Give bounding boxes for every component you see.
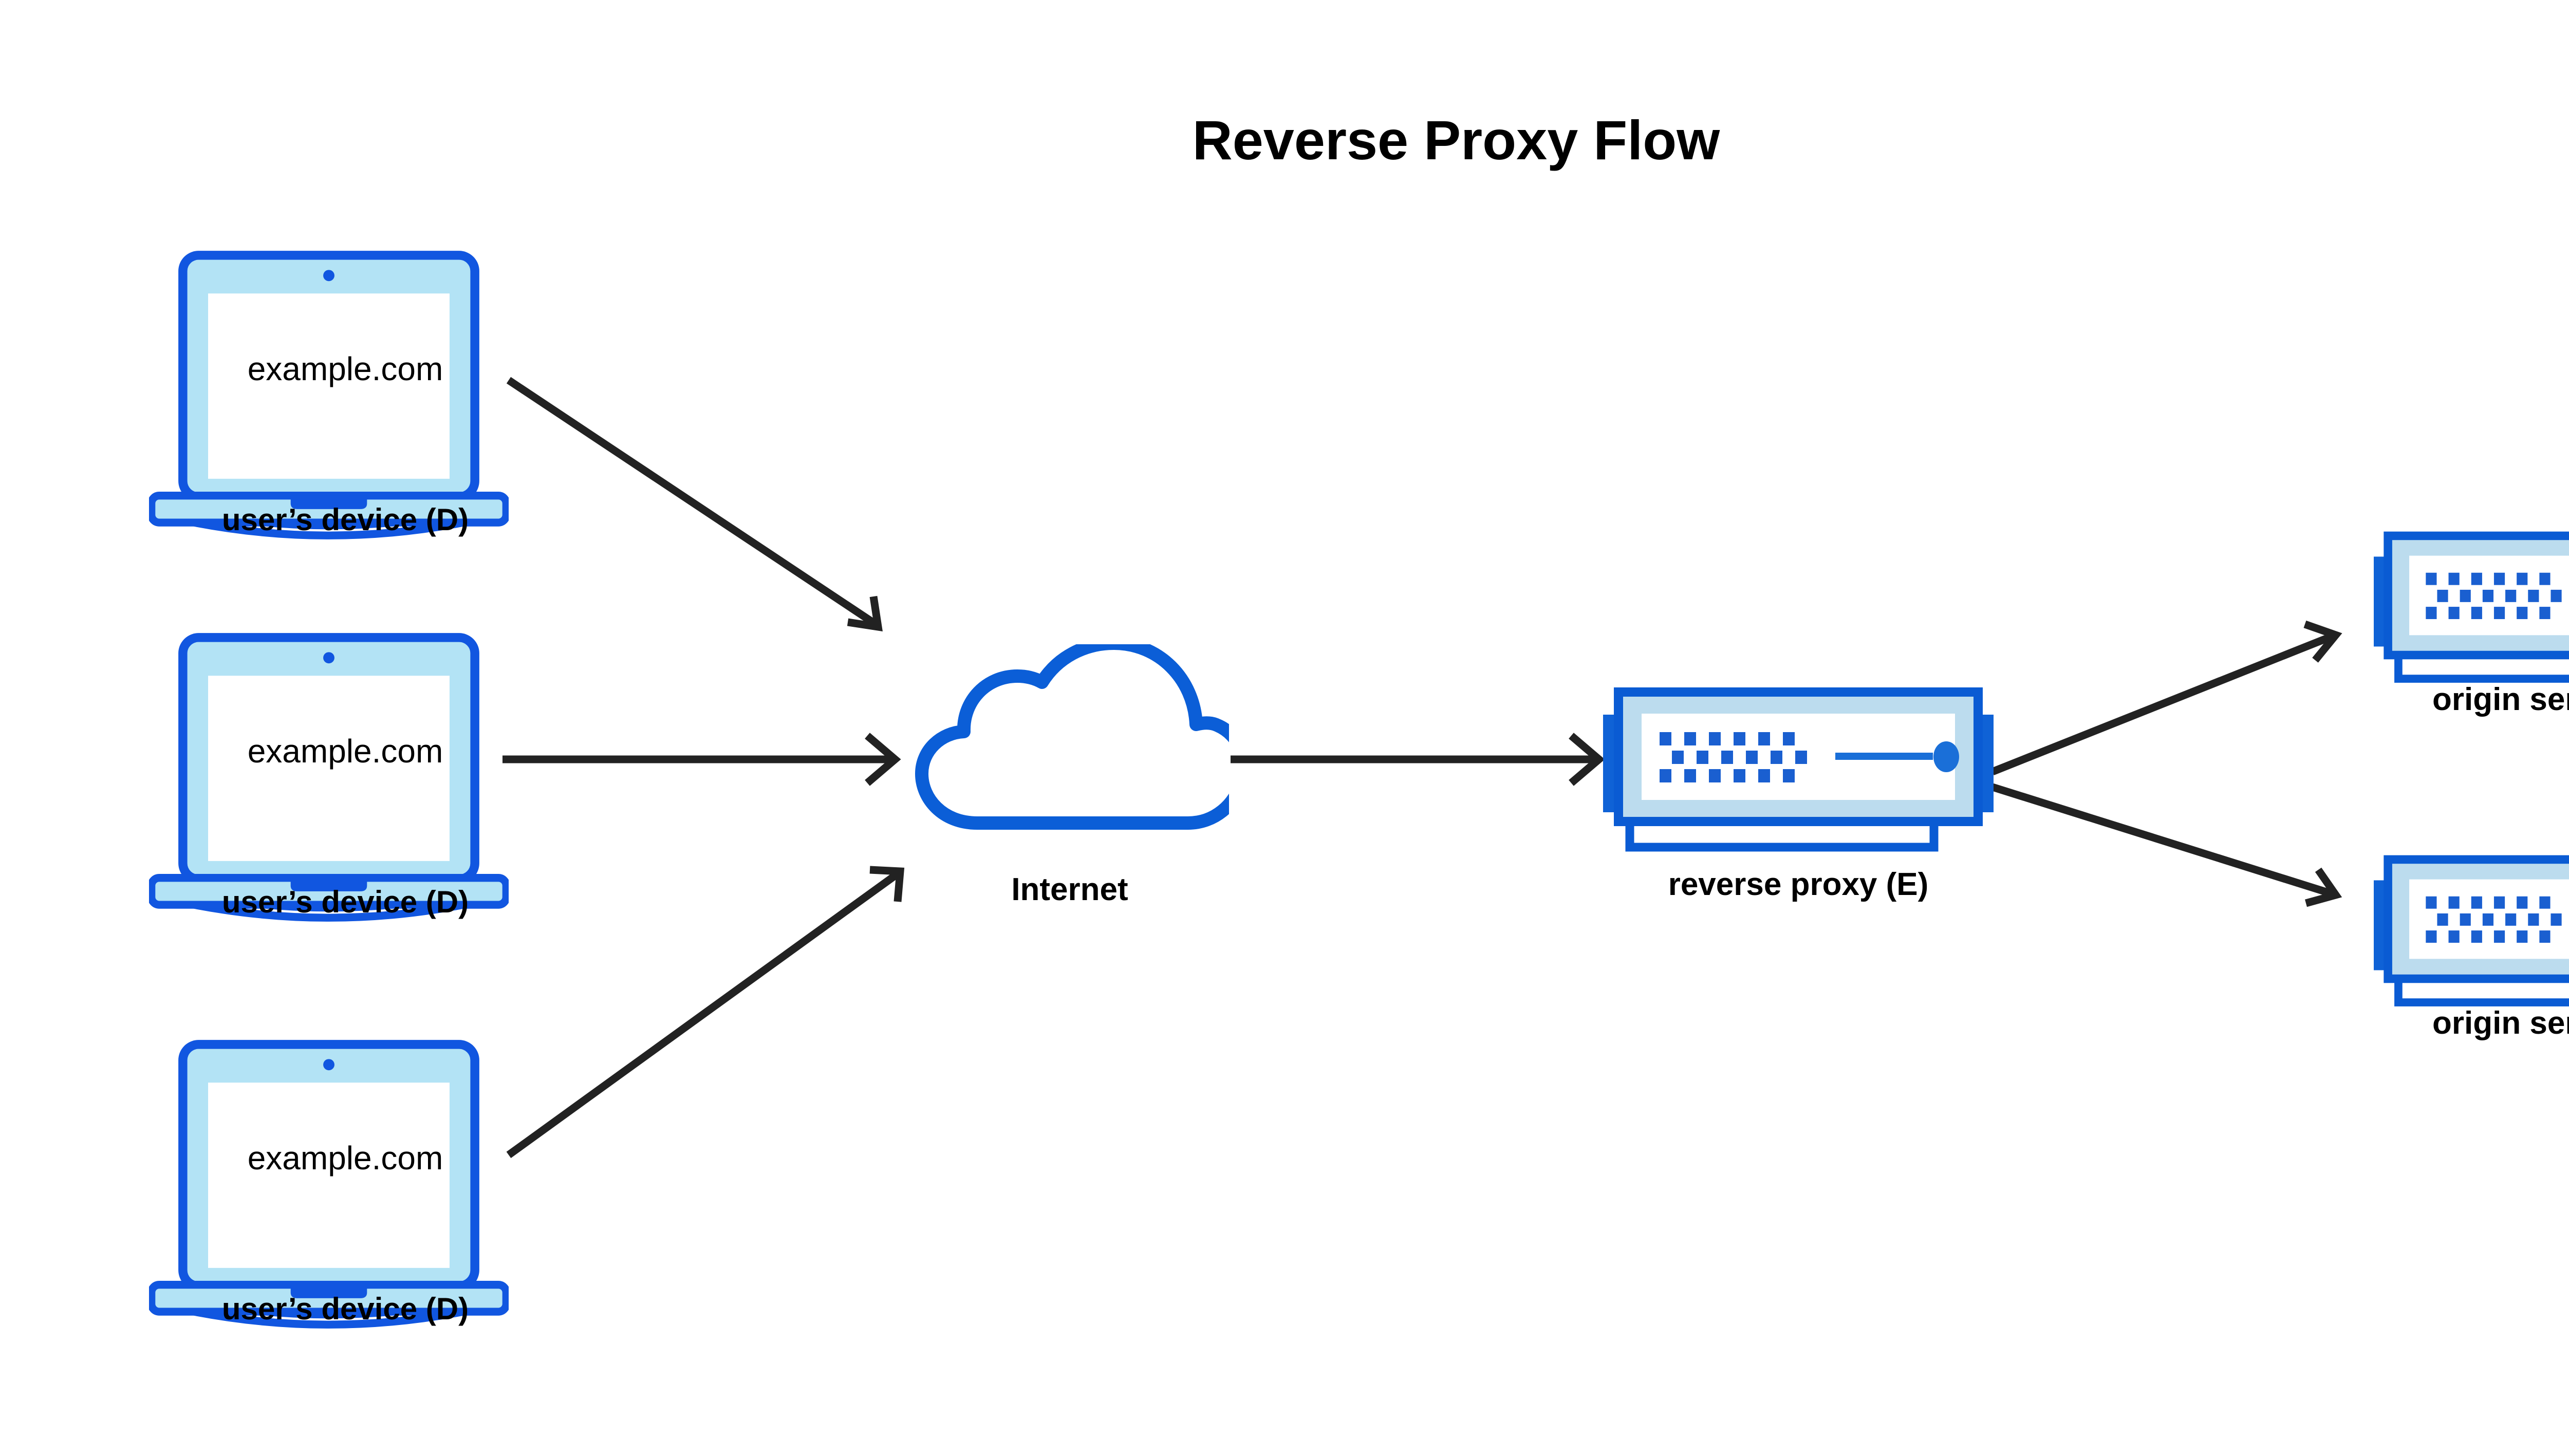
origin-label: origin server (F) <box>2432 1005 2569 1041</box>
laptop-icon <box>152 255 507 535</box>
node-reverse-proxy[interactable]: reverse proxy (E) <box>1603 692 1994 902</box>
device-screen-text: example.com <box>248 350 443 387</box>
laptop-icon <box>152 638 507 918</box>
page-title: Reverse Proxy Flow <box>1193 109 1720 171</box>
device-label: user’s device (D) <box>222 502 469 537</box>
server-icon <box>2374 536 2569 679</box>
edges-layer <box>502 377 2342 1159</box>
node-internet-cloud[interactable]: Internet <box>922 643 1244 907</box>
node-device-top[interactable]: example.com user’s device (D) <box>152 255 507 537</box>
edge-device-bottom-to-cloud <box>506 866 905 1159</box>
edge-proxy-to-origin-top <box>1991 620 2342 775</box>
node-origin-top[interactable]: origin server (F) <box>2374 536 2569 717</box>
node-origin-bottom[interactable]: origin server (F) <box>2374 860 2569 1041</box>
node-device-middle[interactable]: example.com user’s device (D) <box>152 638 507 919</box>
device-screen-text: example.com <box>248 1140 443 1177</box>
device-label: user’s device (D) <box>222 1292 469 1326</box>
device-label: user’s device (D) <box>222 885 469 919</box>
origin-label: origin server (F) <box>2432 682 2569 717</box>
edge-proxy-to-origin-bottom <box>1991 783 2342 907</box>
device-screen-text: example.com <box>248 733 443 770</box>
edge-device-middle-to-cloud <box>502 733 901 786</box>
node-device-bottom[interactable]: example.com user’s device (D) <box>152 1044 507 1326</box>
edge-device-top-to-cloud <box>506 377 883 631</box>
server-icon <box>1603 692 1994 847</box>
cloud-icon <box>922 643 1244 823</box>
proxy-label: reverse proxy (E) <box>1668 867 1929 902</box>
cloud-label: Internet <box>1011 872 1128 907</box>
server-icon <box>2374 860 2569 1002</box>
edge-cloud-to-proxy <box>1231 733 1605 786</box>
laptop-icon <box>152 1044 507 1324</box>
